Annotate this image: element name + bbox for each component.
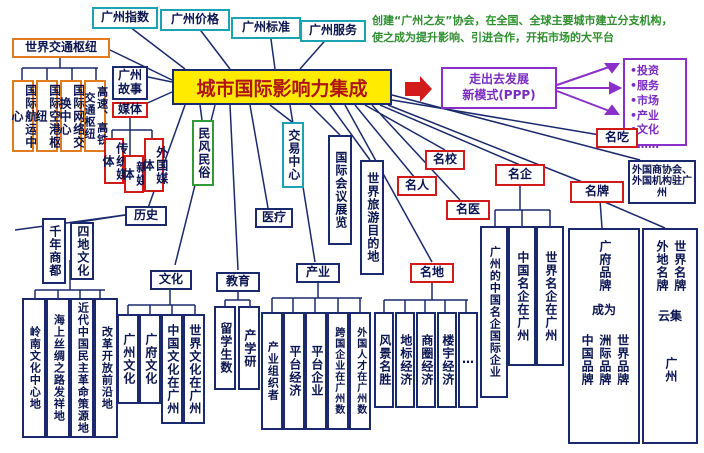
places-item: 风景名胜	[374, 312, 394, 408]
guangzhou-story: 广州故事	[112, 66, 148, 100]
brand-left-top: 广府品牌	[597, 240, 612, 292]
places-header: 名地	[410, 263, 454, 283]
benefit-item: •市场	[630, 93, 660, 107]
transport-item: 高速、高铁交通枢纽	[83, 80, 109, 152]
history-header: 历史	[125, 206, 167, 226]
history-sub-item: 改革开放前沿地	[94, 298, 118, 438]
tag-guangzhou-service: 广州服务	[300, 20, 366, 42]
brand-left-column: 广府品牌 成为 中国品牌 洲际品牌 世界品牌	[568, 228, 640, 444]
benefit-item: •服务	[630, 78, 660, 92]
industry-item: 产业组织者	[261, 312, 283, 430]
industry-item: 跨国企业在广州数	[327, 312, 349, 430]
culture-item: 广州文化	[117, 314, 139, 404]
famous-doctor: 名医	[446, 200, 490, 220]
enterprise-header: 名企	[495, 164, 545, 186]
media-header: 媒体	[112, 102, 148, 118]
benefit-item: •投资	[630, 64, 660, 77]
brand-right-top-item: 世界名牌	[672, 240, 687, 292]
places-item: 地标经济	[395, 312, 415, 408]
medical-box: 医疗	[255, 208, 293, 228]
enterprise-item: 中国名企在广州	[508, 226, 536, 366]
brand-left-bottom-item: 中国品牌	[580, 333, 595, 386]
education-item: 产学研	[238, 306, 260, 390]
brand-header: 名牌	[570, 181, 624, 203]
history-sub-item: 海上丝绸之路发祥地	[46, 298, 70, 438]
famous-people: 名人	[397, 176, 437, 196]
culture-item: 中国文化在广州	[161, 314, 183, 424]
tourism-destination: 世界旅游目的地	[360, 160, 384, 275]
enterprise-item: 世界名企在广州	[536, 226, 564, 366]
industry-header: 产业	[296, 263, 340, 283]
history-item: 四地文化	[70, 222, 94, 280]
famous-food: 名吃	[596, 128, 638, 148]
transport-item: 国际网络交换中心	[58, 80, 86, 152]
places-item: 楼宇经济	[437, 312, 457, 408]
brand-right-column: 外地名牌 世界名牌 云集 广州	[642, 228, 698, 444]
brand-left-bottom-item: 世界品牌	[615, 333, 630, 386]
media-item: 传统媒体	[101, 138, 129, 184]
brand-left-bottom-item: 洲际品牌	[597, 333, 612, 386]
history-sub-item: 近代中国民主革命策源地	[70, 298, 94, 438]
central-title: 城市国际影响力集成	[172, 69, 392, 105]
ppp-line-1: 走出去发展	[468, 72, 529, 87]
brand-left-mid: 成为	[591, 303, 616, 317]
industry-item: 外国人才在广州数	[349, 312, 371, 430]
trade-center: 交易中心	[282, 122, 304, 188]
association-note: 创建“广州之友”协会，在全国、全球主要城市建立分支机构，使之成为提升影响、引进合…	[372, 14, 673, 44]
industry-item: 平台企业	[305, 312, 327, 430]
history-sub-item: 岭南文化中心地	[22, 298, 46, 438]
brand-right-bottom: 广州	[663, 356, 678, 383]
places-item: 商圈经济	[416, 312, 436, 408]
ppp-model-box: 走出去发展 新模式(PPP)	[441, 67, 557, 109]
benefit-item: •产业	[630, 108, 660, 122]
brand-right-top-item: 外地名牌	[655, 240, 669, 292]
education-item: 留学生数	[214, 306, 236, 390]
story-label: 广州故事	[117, 68, 142, 96]
enterprise-item: 广州的中国名企国际企业	[480, 226, 508, 398]
media-item: 外国媒体	[141, 138, 169, 192]
tag-guangzhou-standard: 广州标准	[231, 17, 301, 39]
culture-header: 文化	[150, 270, 192, 290]
ppp-line-2: 新模式(PPP)	[462, 88, 536, 102]
brand-right-mid: 云集	[657, 309, 682, 323]
foreign-associations: 外国商协会、外国机构驻广州	[628, 160, 696, 204]
places-item: …	[458, 312, 478, 408]
culture-item: 广府文化	[139, 314, 161, 404]
tag-guangzhou-price: 广州价格	[160, 9, 230, 31]
tag-guangzhou-index: 广州指数	[92, 7, 158, 29]
history-item: 千年商都	[42, 218, 66, 284]
transport-item: 国际空港枢纽	[34, 80, 62, 152]
right-arrow-icon	[405, 76, 432, 102]
conference-exhibition: 国际会议展览	[328, 135, 352, 245]
transport-item: 国际航运中心	[10, 80, 38, 152]
transport-header: 世界交通枢纽	[12, 38, 110, 58]
culture-item: 世界文化在广州	[183, 314, 205, 424]
famous-school: 名校	[425, 150, 465, 170]
industry-item: 平台经济	[283, 312, 305, 430]
education-header: 教育	[216, 272, 260, 292]
folk-customs: 民风民俗	[192, 120, 214, 186]
